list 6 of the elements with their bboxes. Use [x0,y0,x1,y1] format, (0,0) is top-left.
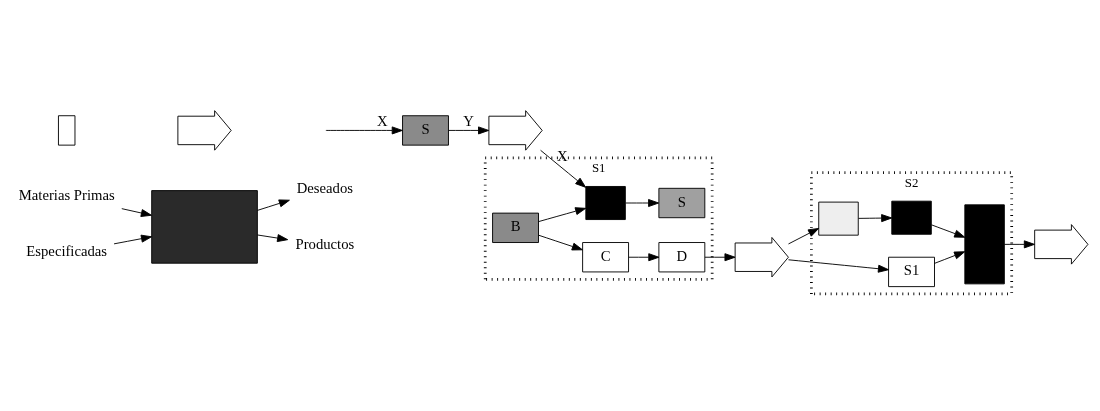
node-text: Especificadas [26,242,108,259]
node-text: Deseados [296,179,354,196]
edge-label: Y [463,112,474,129]
edge-label: X [377,112,388,129]
node-text: Productos [295,235,355,252]
node-text: Materias Primas [18,186,115,203]
